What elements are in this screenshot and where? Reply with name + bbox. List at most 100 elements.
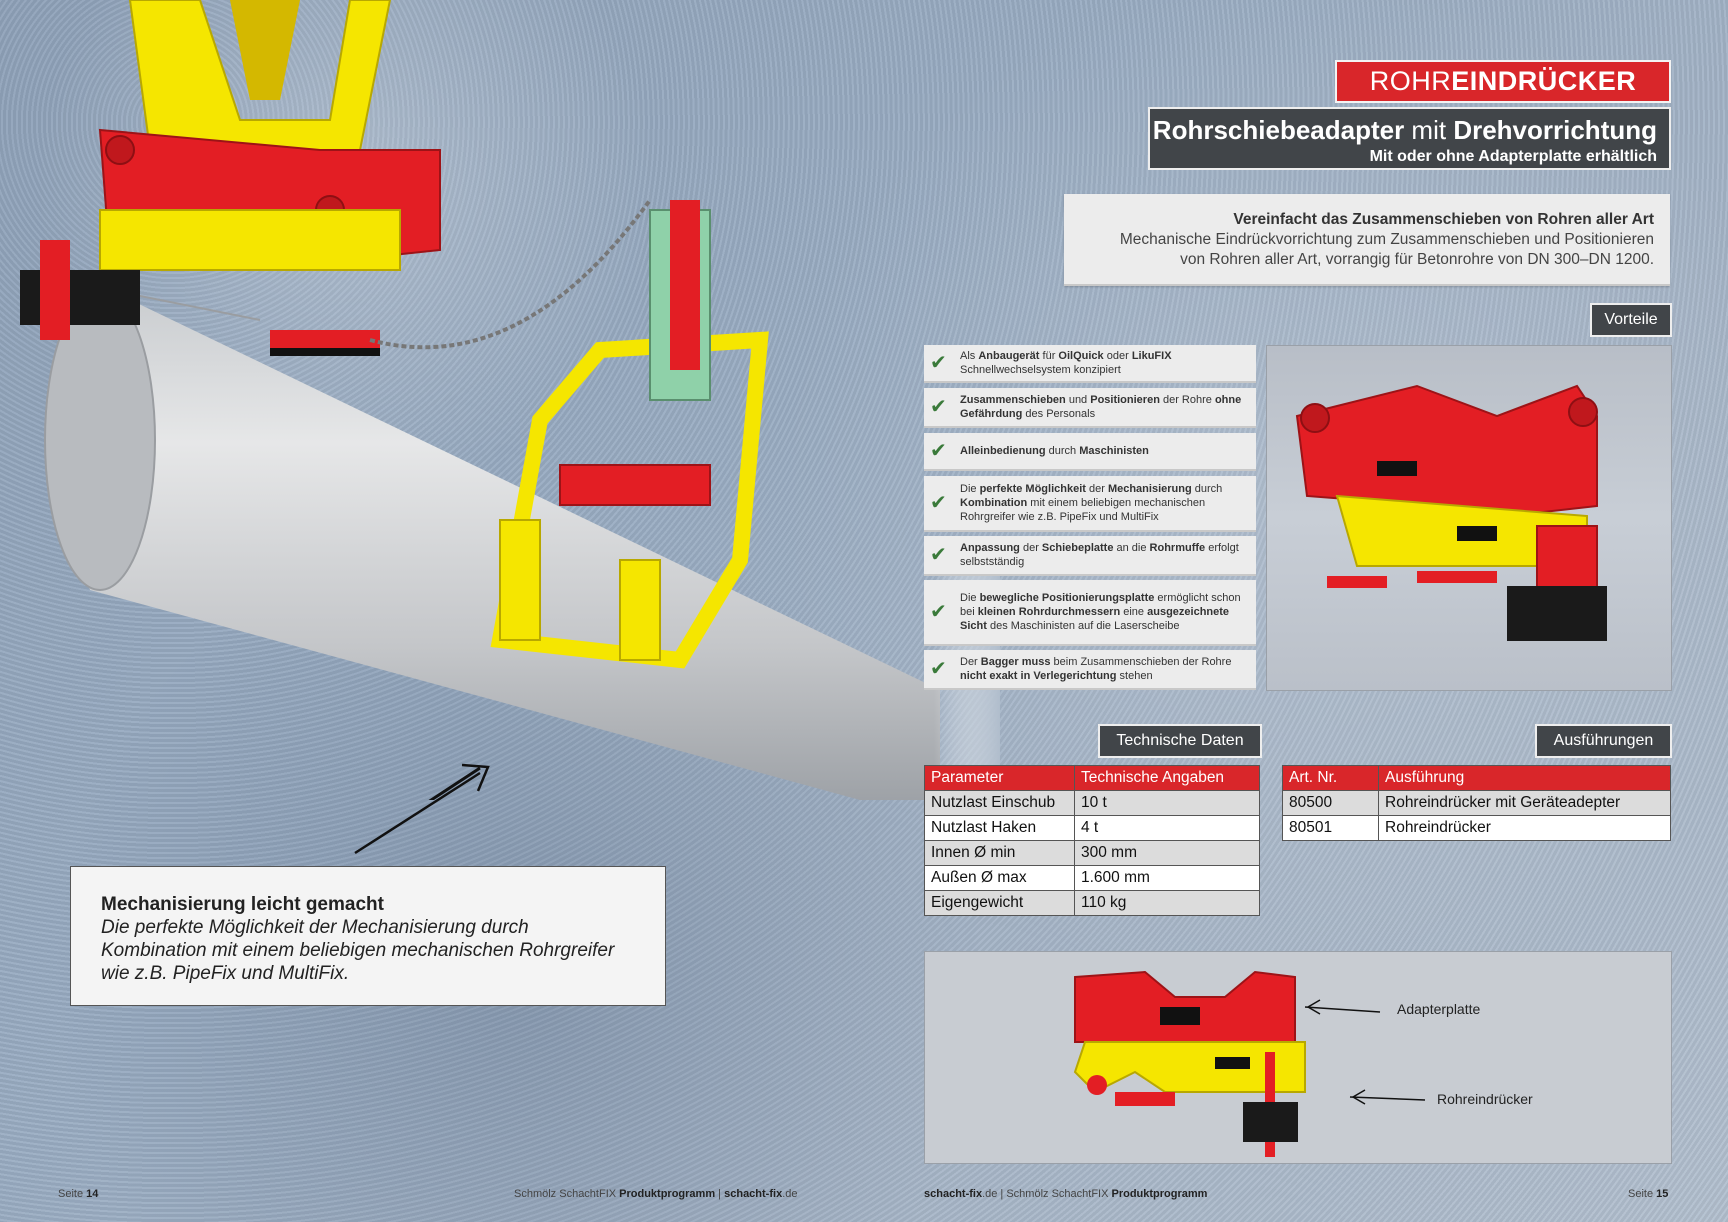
vorteile-text-part: der (1085, 483, 1108, 495)
table-cell: 80501 (1282, 815, 1379, 841)
vorteile-text-part: mit einem beliebigen mechanischen Rohrgr… (960, 497, 1209, 523)
column-header: Technische Angaben (1074, 765, 1260, 791)
ausfuehrungen-label: Ausführungen (1535, 724, 1672, 758)
vorteile-text-part: Die (960, 483, 980, 495)
vorteile-text-part: beim Zusammenschieben der Rohre (1050, 656, 1235, 668)
footer-text: .de (982, 1188, 998, 1200)
page-label: Seite (58, 1188, 87, 1200)
vorteile-item-text: Als Anbaugerät für OilQuick oder LikuFIX… (960, 349, 1250, 377)
footer-text: | Schmölz SchachtFIX (997, 1188, 1112, 1200)
vorteile-text-part: Anpassung (960, 542, 1020, 554)
check-icon: ✔ (930, 492, 947, 514)
vorteile-text-part: bewegliche Positionierungsplatte (979, 592, 1155, 604)
vorteile-text-part: Mechanisierung (1107, 483, 1192, 495)
table-cell: Rohreindrücker mit Geräteadepter (1378, 790, 1671, 816)
vorteile-text-part: durch (1045, 445, 1080, 457)
vorteile-label: Vorteile (1590, 303, 1672, 337)
product-title: Rohrschiebeadapter mit Drehvorrichtung (1150, 115, 1657, 146)
vorteile-text-part: Anbaugerät (978, 350, 1040, 362)
vorteile-text-part: und (1065, 394, 1091, 406)
vorteile-text-part: Kombination (960, 497, 1028, 509)
vorteile-item: ✔ Die perfekte Möglichkeit der Mechanisie… (924, 476, 1256, 532)
vorteile-text-part: der Rohre (1159, 394, 1215, 406)
vorteile-item-text: Die bewegliche Positionierungsplatte erm… (960, 591, 1250, 633)
footer-link[interactable]: schacht-fix (724, 1188, 783, 1200)
vorteile-item-text: Die perfekte Möglichkeit der Mechanisier… (960, 482, 1250, 524)
table-cell: Außen Ø max (924, 865, 1075, 891)
footer-right-page: Seite 15 (1628, 1188, 1668, 1200)
vorteile-text-part: Schnellwechselsystem konzipiert (960, 350, 1175, 376)
check-icon: ✔ (930, 658, 947, 680)
vorteile-text-part: Als (960, 350, 979, 362)
vorteile-text-part: ausgezeichnete Sicht (960, 606, 1233, 632)
vorteile-text-part: Die (960, 592, 980, 604)
table-cell: 300 mm (1074, 840, 1260, 866)
product-title-box: Rohrschiebeadapter mit Drehvorrichtung M… (1148, 107, 1671, 170)
vorteile-text-part: Alleinbedienung (960, 445, 1046, 457)
vorteile-text-part: LikuFIX (1131, 350, 1172, 362)
page-label: Seite (1628, 1188, 1657, 1200)
vorteile-text-part: des Personals (1022, 408, 1096, 420)
check-icon: ✔ (930, 544, 947, 566)
vorteile-text-part: ermöglicht schon bei (960, 592, 1244, 618)
table-cell: 110 kg (1074, 890, 1260, 916)
vorteile-text-part: des Maschinisten auf die Laserscheibe (986, 620, 1180, 632)
column-header: Parameter (924, 765, 1075, 791)
check-icon: ✔ (930, 396, 947, 418)
intro-line-1: Mechanische Eindrückvorrichtung zum Zusa… (1119, 231, 1654, 248)
vorteile-item-text: Zusammenschieben und Positionieren der R… (960, 393, 1250, 421)
table-cell: Nutzlast Einschub (924, 790, 1075, 816)
vorteile-item-text: Anpassung der Schiebeplatte an die Rohrm… (960, 541, 1250, 569)
check-icon: ✔ (930, 601, 947, 623)
vorteile-text-part: OilQuick (1058, 350, 1104, 362)
table-cell: 10 t (1074, 790, 1260, 816)
column-header: Ausführung (1378, 765, 1671, 791)
vorteile-item: ✔ Zusammenschieben und Positionieren der … (924, 388, 1256, 428)
pipe-illustration (20, 0, 1000, 800)
mechanisierung-callout: Mechanisierung leicht gemacht Die perfek… (70, 866, 666, 1006)
adapter-diagram: Adapterplatte Rohreindrücker (924, 951, 1672, 1164)
footer-left-center: Schmölz SchachtFIX Produktprogramm | sch… (514, 1188, 797, 1200)
table-cell: Eigengewicht (924, 890, 1075, 916)
vorteile-text-part: erfolgt selbstständig (960, 542, 1242, 568)
callout-text: Die perfekte Möglichkeit der Mechanisier… (101, 917, 615, 984)
vorteile-text-part: stehen (1116, 670, 1153, 682)
callout-heading: Mechanisierung leicht gemacht (101, 894, 384, 915)
diagram-drawing (1073, 970, 1426, 1157)
table-cell: Rohreindrücker (1378, 815, 1671, 841)
title-part-1: Rohrschiebeadapter (1152, 115, 1405, 145)
vorteile-text-part: perfekte Möglichkeit (979, 483, 1086, 495)
page-number-right: 15 (1656, 1188, 1669, 1200)
vorteile-text-part: oder (1103, 350, 1132, 362)
intro-heading: Vereinfacht das Zusammenschieben von Roh… (1233, 211, 1654, 228)
footer-link[interactable]: schacht-fix (924, 1188, 983, 1200)
table-cell: 1.600 mm (1074, 865, 1260, 891)
label-rohreindruecker: Rohreindrücker (1437, 1091, 1533, 1107)
intro-line-2: von Rohren aller Art, vorrangig für Beto… (1180, 251, 1654, 268)
vorteile-text-part: Zusammenschieben (960, 394, 1066, 406)
vorteile-text-part: Schiebeplatte (1041, 542, 1114, 554)
page-number-left: 14 (86, 1188, 99, 1200)
vorteile-item-text: Alleinbedienung durch Maschinisten (960, 444, 1149, 458)
vorteile-text-part: durch (1191, 483, 1226, 495)
vorteile-text-part: nicht exakt in Verlegerichtung (960, 670, 1117, 682)
intro-box: Vereinfacht das Zusammenschieben von Roh… (1064, 194, 1670, 286)
table-cell: 4 t (1074, 815, 1260, 841)
column-header: Art. Nr. (1282, 765, 1379, 791)
footer-sep: | (715, 1188, 725, 1200)
footer-text: Produktprogramm (619, 1188, 716, 1200)
arrow-icon (354, 763, 490, 855)
vorteile-text-part: Bagger muss (980, 656, 1051, 668)
label-adapterplatte: Adapterplatte (1397, 1001, 1481, 1017)
vorteile-text-part: für (1039, 350, 1059, 362)
vorteile-item: ✔Alleinbedienung durch Maschinisten (924, 433, 1256, 471)
vorteile-item: ✔ Die bewegliche Positionierungsplatte er… (924, 580, 1256, 646)
vorteile-item-text: Der Bagger muss beim Zusammenschieben de… (960, 655, 1250, 683)
footer-right-center: schacht-fix.de | Schmölz SchachtFIX Prod… (924, 1188, 1207, 1200)
